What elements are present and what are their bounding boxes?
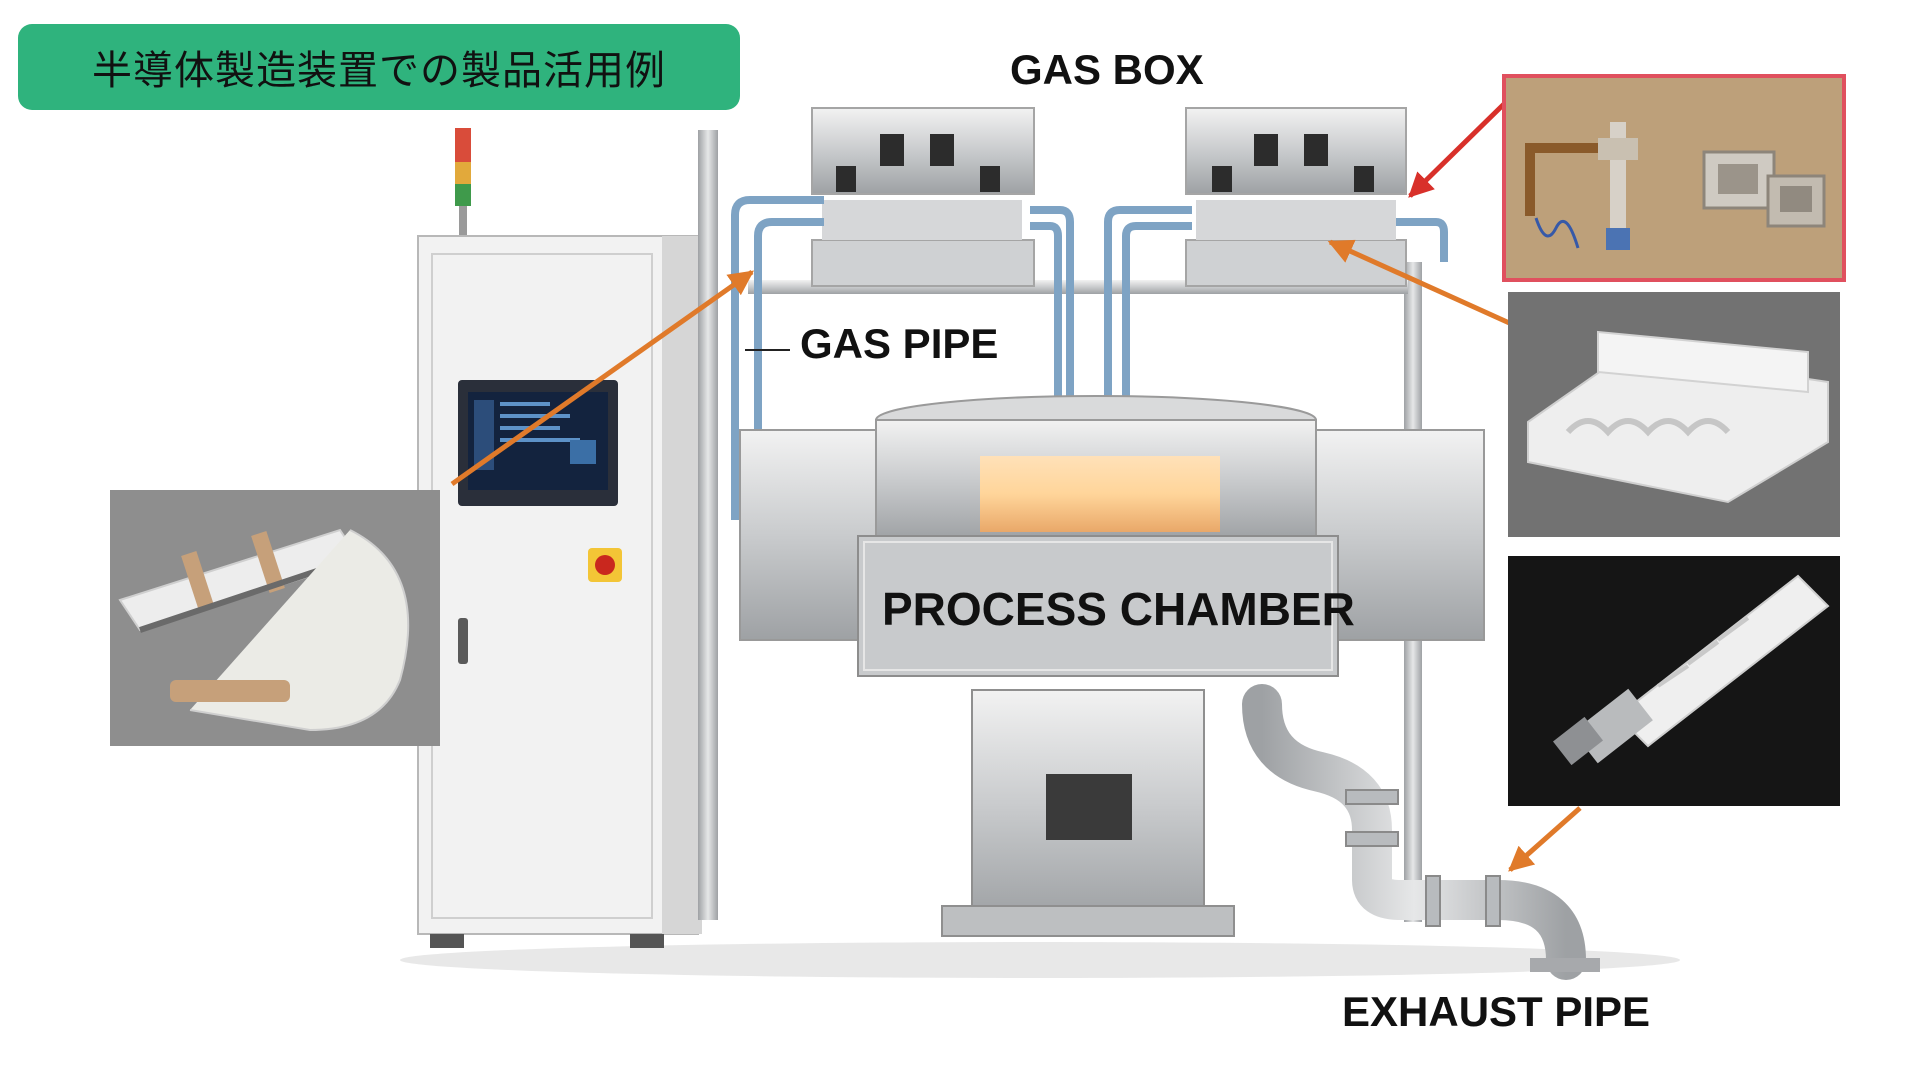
pipe-wrap-image <box>1508 556 1840 806</box>
arrow-foam <box>1327 239 1518 329</box>
signal-tower-icon <box>455 128 471 236</box>
foam-insulation-image <box>1508 292 1840 537</box>
valve-parts-image <box>1506 78 1842 278</box>
photo-pipe-wrap <box>1508 556 1840 806</box>
photo-valve-parts <box>1502 74 1846 282</box>
gas-box-right <box>1185 107 1407 287</box>
photo-pipe-jacket <box>110 490 440 746</box>
cabinet-handle-icon <box>458 618 468 664</box>
process-chamber-label: PROCESS CHAMBER <box>882 583 1355 635</box>
chamber-window <box>980 456 1220 532</box>
title-badge: 半導体製造装置での製品活用例 <box>18 24 740 110</box>
gas-pipes <box>731 196 1448 520</box>
vacuum-pump <box>941 689 1235 937</box>
gas-pipe-label: GAS PIPE <box>800 320 999 367</box>
exhaust-pipe-label: EXHAUST PIPE <box>1342 988 1651 1035</box>
photo-foam-insulation <box>1508 292 1840 537</box>
exhaust-flanges <box>1345 789 1501 927</box>
floor-shadow <box>400 942 1680 978</box>
page-title: 半導体製造装置での製品活用例 <box>92 48 666 94</box>
gas-box-label: GAS BOX <box>1010 46 1204 93</box>
arrow-exhaust <box>1508 806 1582 872</box>
pipe-jacket-image <box>110 490 440 746</box>
process-chamber <box>739 395 1485 677</box>
exhaust-outlet <box>1530 958 1600 972</box>
gas-box-left <box>811 107 1035 287</box>
control-cabinet <box>417 235 702 948</box>
arrow-pipe-jacket <box>450 269 755 487</box>
arrow-valve <box>1408 102 1506 198</box>
frame-post-left <box>698 130 718 920</box>
exhaust-pipe <box>1242 684 1586 980</box>
